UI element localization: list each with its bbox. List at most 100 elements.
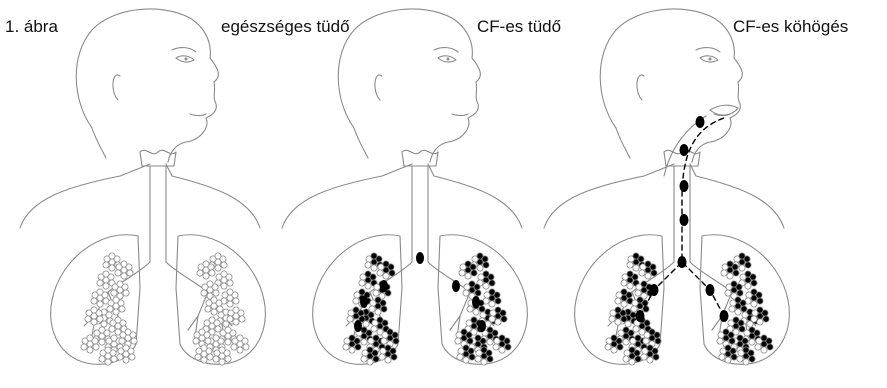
alveolus bbox=[617, 344, 623, 350]
alveoli-cluster-left bbox=[609, 307, 627, 325]
alveolus bbox=[745, 262, 751, 268]
alveolus bbox=[125, 329, 131, 335]
alveolus bbox=[373, 335, 379, 341]
right-shoulder bbox=[166, 164, 260, 228]
alveolus bbox=[483, 262, 489, 268]
alveolus bbox=[751, 289, 757, 295]
alveolus bbox=[121, 273, 127, 279]
alveolus bbox=[725, 357, 731, 363]
alveolus bbox=[751, 316, 757, 322]
mucus-blob bbox=[696, 116, 705, 128]
alveolus bbox=[639, 270, 645, 276]
right-shoulder bbox=[428, 164, 522, 228]
mucus-blob bbox=[680, 180, 689, 192]
alveolus bbox=[729, 338, 735, 344]
alveolus bbox=[757, 319, 763, 325]
alveolus bbox=[215, 253, 221, 259]
alveolus bbox=[87, 335, 93, 341]
left-shoulder bbox=[20, 164, 150, 228]
alveolus bbox=[205, 338, 211, 344]
alveolus bbox=[641, 354, 647, 360]
mucus-blob bbox=[720, 310, 729, 322]
alveolus bbox=[105, 347, 111, 353]
alveolus bbox=[719, 354, 725, 360]
alveolus bbox=[361, 356, 367, 362]
alveolus bbox=[353, 307, 359, 313]
alveolus bbox=[643, 306, 649, 312]
right-shoulder bbox=[690, 164, 784, 228]
alveolus bbox=[93, 344, 99, 350]
alveolus bbox=[737, 290, 743, 296]
alveolus bbox=[471, 270, 477, 276]
alveolus bbox=[621, 301, 627, 307]
alveolus bbox=[111, 290, 117, 296]
alveolus bbox=[755, 344, 761, 350]
alveolus bbox=[231, 344, 237, 350]
alveolus bbox=[729, 306, 735, 312]
alveolus bbox=[217, 306, 223, 312]
alveolus bbox=[631, 306, 637, 312]
alveolus bbox=[365, 271, 371, 277]
alveolus bbox=[465, 261, 471, 267]
alveolus bbox=[751, 301, 757, 307]
alveolus bbox=[205, 306, 211, 312]
alveolus bbox=[731, 354, 737, 360]
cough-path bbox=[682, 262, 724, 316]
alveolus bbox=[353, 298, 359, 304]
alveolus bbox=[91, 298, 97, 304]
alveolus bbox=[743, 359, 749, 365]
alveolus bbox=[643, 338, 649, 344]
alveolus bbox=[129, 354, 135, 360]
alveolus bbox=[725, 290, 731, 296]
alveolus bbox=[87, 347, 93, 353]
alveolus bbox=[635, 356, 641, 362]
alveolus bbox=[227, 316, 233, 322]
alveolus bbox=[609, 316, 615, 322]
alveolus bbox=[735, 297, 741, 303]
alveolus bbox=[761, 347, 767, 353]
alveoli-cluster-left bbox=[643, 329, 661, 347]
alveolus bbox=[653, 354, 659, 360]
alveolus bbox=[127, 270, 133, 276]
alveolus bbox=[749, 339, 755, 345]
alveolus bbox=[355, 344, 361, 350]
alveolus bbox=[237, 335, 243, 341]
alveolus bbox=[359, 280, 365, 286]
mucus-blob bbox=[650, 284, 659, 296]
mouth bbox=[190, 114, 206, 116]
alveoli-cluster-right bbox=[227, 307, 245, 325]
alveolus bbox=[739, 253, 745, 259]
figure-label: 1. ábra bbox=[5, 18, 58, 35]
neck-back bbox=[354, 128, 368, 158]
alveolus bbox=[489, 316, 495, 322]
alveolus bbox=[375, 309, 381, 315]
pupil bbox=[447, 58, 450, 61]
mucus-blob bbox=[680, 144, 689, 156]
mucus-plug bbox=[472, 296, 480, 308]
alveolus bbox=[373, 356, 379, 362]
mucus-blob bbox=[678, 256, 687, 268]
alveolus bbox=[103, 283, 109, 289]
alveolus bbox=[611, 347, 617, 353]
alveolus bbox=[227, 301, 233, 307]
alveolus bbox=[207, 281, 213, 287]
alveolus bbox=[757, 307, 763, 313]
alveolus bbox=[233, 319, 239, 325]
alveolus bbox=[227, 289, 233, 295]
alveolus bbox=[379, 354, 385, 360]
head-outline bbox=[600, 9, 742, 162]
alveolus bbox=[623, 327, 629, 333]
mucus-plug bbox=[452, 280, 460, 292]
alveolus bbox=[201, 357, 207, 363]
alveolus bbox=[349, 347, 355, 353]
eyebrow bbox=[172, 48, 196, 52]
panel-title-cough: CF-es köhögés bbox=[733, 18, 848, 35]
alveolus bbox=[109, 265, 115, 271]
alveolus bbox=[741, 306, 747, 312]
alveolus bbox=[615, 298, 621, 304]
alveolus bbox=[737, 335, 743, 341]
alveolus bbox=[621, 280, 627, 286]
alveolus bbox=[239, 316, 245, 322]
mucus-plug bbox=[360, 296, 368, 308]
